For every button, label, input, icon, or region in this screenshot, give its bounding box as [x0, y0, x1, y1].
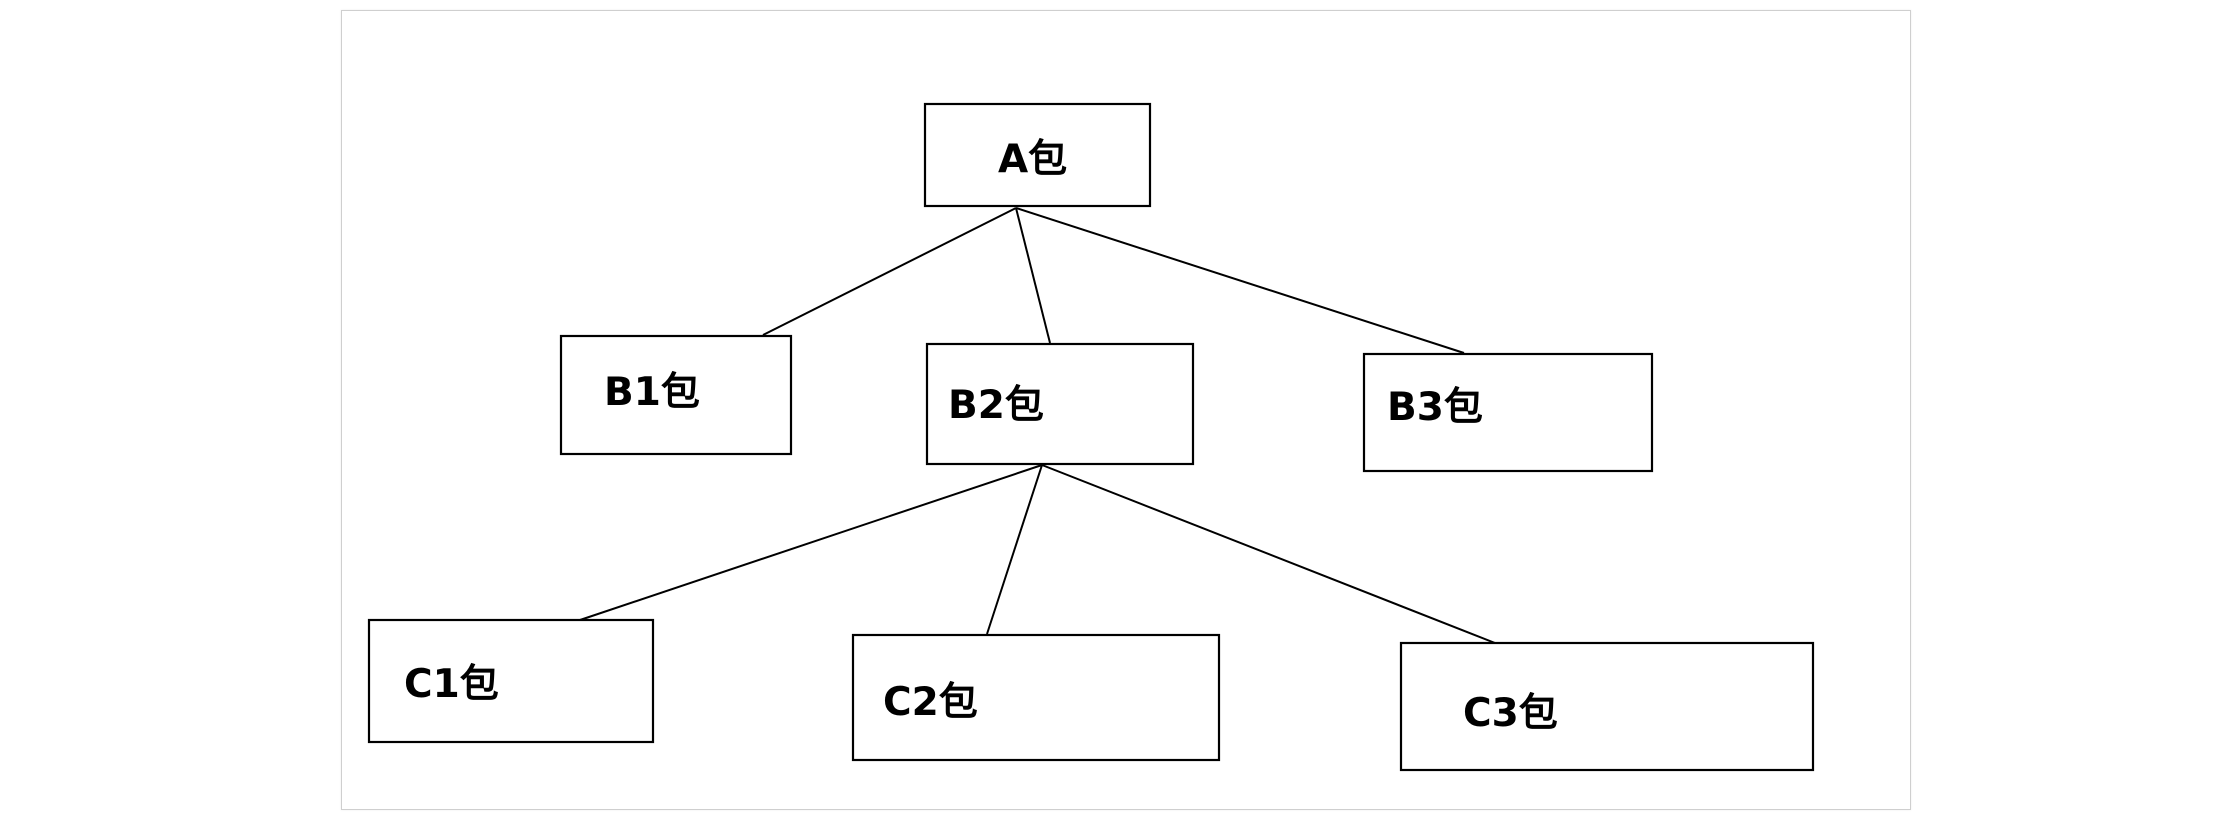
edge-b2-c3 — [1041, 464, 1496, 644]
node-b1-label: B1包 — [604, 370, 700, 415]
node-c1-label: C1包 — [404, 662, 499, 707]
edge-b2-c2 — [986, 464, 1043, 635]
node-b3-label: B3包 — [1387, 385, 1483, 430]
node-c2: C2包 — [851, 633, 1221, 762]
node-c2-label: C2包 — [883, 680, 978, 725]
node-b3: B3包 — [1362, 352, 1654, 473]
node-c3-label: C3包 — [1463, 691, 1558, 736]
node-a: A包 — [923, 102, 1152, 208]
node-a-label: A包 — [998, 137, 1067, 182]
node-c3: C3包 — [1399, 641, 1815, 772]
edge-a-b2 — [1015, 207, 1051, 344]
node-c1: C1包 — [367, 618, 655, 744]
node-b2-label: B2包 — [948, 383, 1044, 428]
edge-a-b3 — [1015, 207, 1465, 354]
edge-a-b1 — [762, 207, 1017, 336]
node-b1: B1包 — [559, 334, 793, 456]
edge-b2-c1 — [579, 464, 1043, 621]
node-b2: B2包 — [925, 342, 1195, 466]
